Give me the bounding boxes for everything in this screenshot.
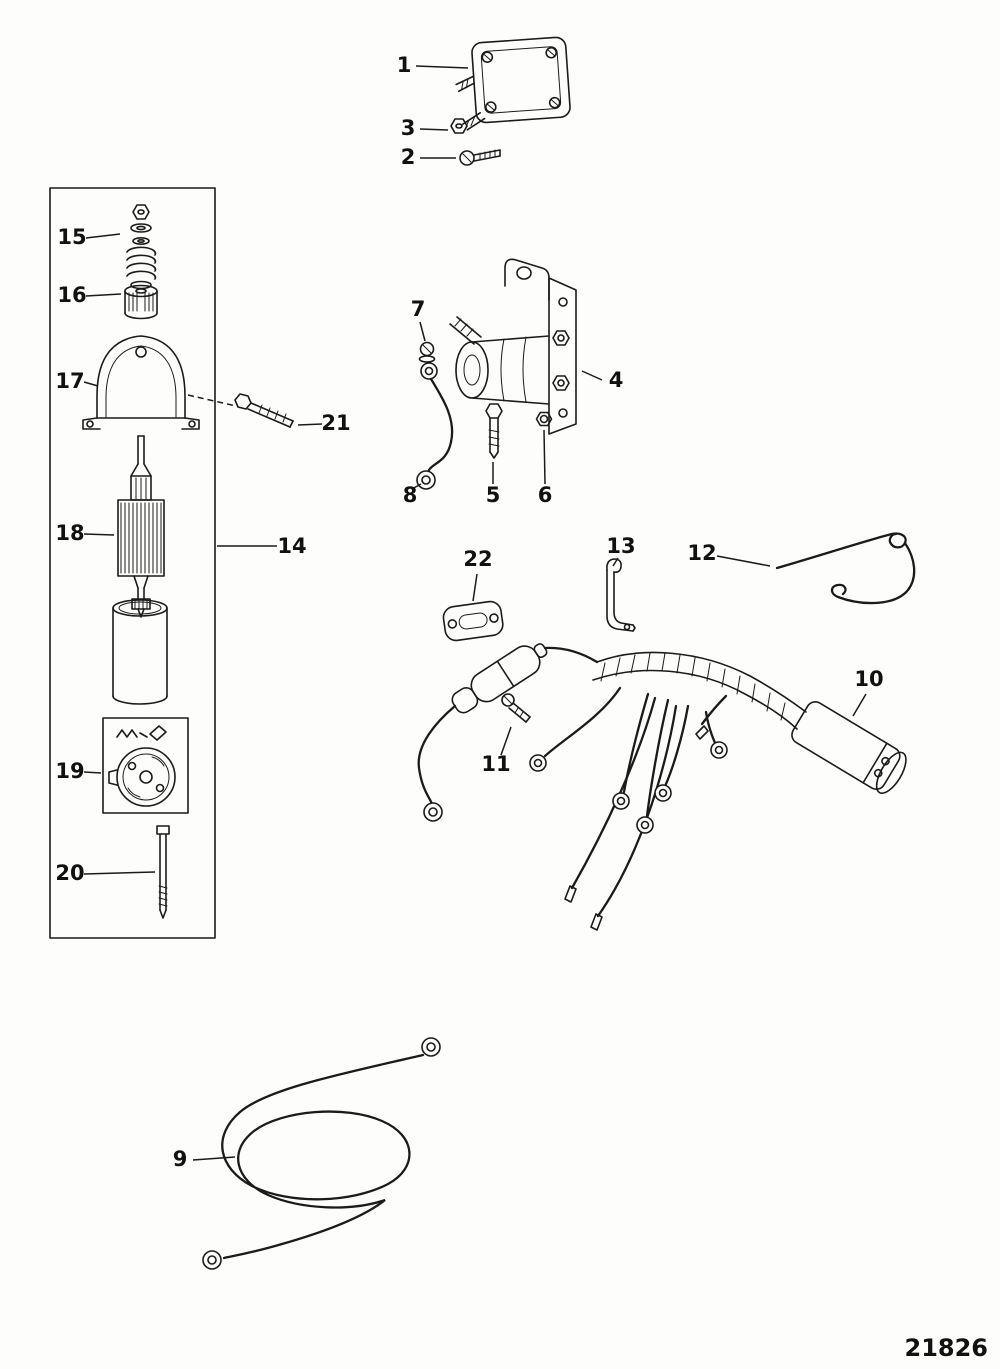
callout-5: 5 — [486, 462, 501, 507]
cable-clamp — [442, 600, 504, 642]
callout-8: 8 — [403, 483, 422, 507]
regulator-part — [455, 36, 571, 131]
callout-6-label: 6 — [538, 483, 553, 507]
terminal-screw-washer — [418, 341, 436, 363]
ring-terminals — [423, 725, 728, 931]
solenoid-mount-bolt — [485, 403, 503, 459]
callout-22: 22 — [463, 547, 493, 602]
callout-9: 9 — [173, 1147, 236, 1171]
screw-part — [459, 149, 501, 166]
callout-19-label: 19 — [55, 759, 84, 783]
starter-solenoid — [449, 258, 577, 435]
callout-7: 7 — [411, 297, 426, 342]
callout-15-label: 15 — [57, 225, 86, 249]
callout-4-label: 4 — [609, 368, 624, 392]
drive-spacer — [124, 284, 158, 320]
brush-end-cap-assembly — [102, 717, 189, 814]
callout-5-label: 5 — [486, 483, 501, 507]
callout-10-label: 10 — [854, 667, 883, 691]
callout-17: 17 — [55, 369, 99, 393]
callout-18: 18 — [55, 521, 115, 545]
motor-frame-sleeve — [112, 599, 168, 705]
assembly-guide-line — [187, 394, 237, 407]
callout-11: 11 — [481, 726, 512, 776]
callout-22-label: 22 — [463, 547, 492, 571]
callout-16: 16 — [57, 283, 122, 307]
callout-17-label: 17 — [55, 369, 84, 393]
harness-trunk — [592, 651, 807, 730]
callout-16-label: 16 — [57, 283, 86, 307]
callout-11-label: 11 — [481, 752, 510, 776]
callout-1: 1 — [397, 53, 469, 77]
callout-15: 15 — [57, 225, 121, 249]
wiring-harness — [417, 643, 907, 931]
long-lead-wire — [417, 704, 457, 806]
through-bolt — [156, 825, 170, 919]
solenoid-mount-nut — [535, 411, 553, 427]
callout-18-label: 18 — [55, 521, 84, 545]
callout-7-label: 7 — [411, 297, 426, 321]
callout-20-label: 20 — [55, 861, 84, 885]
callout-10: 10 — [852, 667, 884, 717]
cable-ring-terminals — [202, 1037, 441, 1270]
callout-4: 4 — [581, 368, 624, 392]
fuse-lead-wire — [543, 646, 599, 664]
bracket-bolt — [234, 393, 294, 428]
callout-8-label: 8 — [403, 483, 418, 507]
harness-branch-wires — [543, 686, 728, 918]
battery-cable — [202, 1037, 441, 1270]
ground-wire — [416, 362, 454, 490]
hex-nut-part — [450, 118, 468, 134]
callout-2: 2 — [401, 145, 456, 169]
end-bracket — [82, 335, 200, 430]
callout-21-label: 21 — [321, 411, 350, 435]
harness-screw — [501, 693, 531, 723]
callout-9-label: 9 — [173, 1147, 188, 1171]
washer-spring-stack — [126, 204, 157, 290]
callout-3-label: 3 — [401, 116, 416, 140]
harness-connector — [791, 701, 907, 794]
callout-2-label: 2 — [401, 145, 416, 169]
drawing-number: 21826 — [905, 1334, 989, 1362]
wire-retainer — [775, 532, 916, 605]
callout-20: 20 — [55, 861, 156, 885]
callout-13-label: 13 — [606, 534, 635, 558]
callout-21: 21 — [297, 411, 351, 435]
armature — [117, 435, 165, 618]
callout-19: 19 — [55, 759, 102, 783]
callout-13: 13 — [606, 534, 636, 567]
callout-1-label: 1 — [397, 53, 412, 77]
starter-assembly-frame — [49, 187, 216, 939]
callout-6: 6 — [538, 429, 553, 507]
callout-12: 12 — [687, 541, 771, 567]
callout-12-label: 12 — [687, 541, 716, 565]
callout-14-label: 14 — [277, 534, 306, 558]
fuse-holder — [451, 643, 548, 714]
retainer-clip — [606, 558, 636, 632]
callout-3: 3 — [401, 116, 449, 140]
callout-14: 14 — [217, 534, 307, 558]
